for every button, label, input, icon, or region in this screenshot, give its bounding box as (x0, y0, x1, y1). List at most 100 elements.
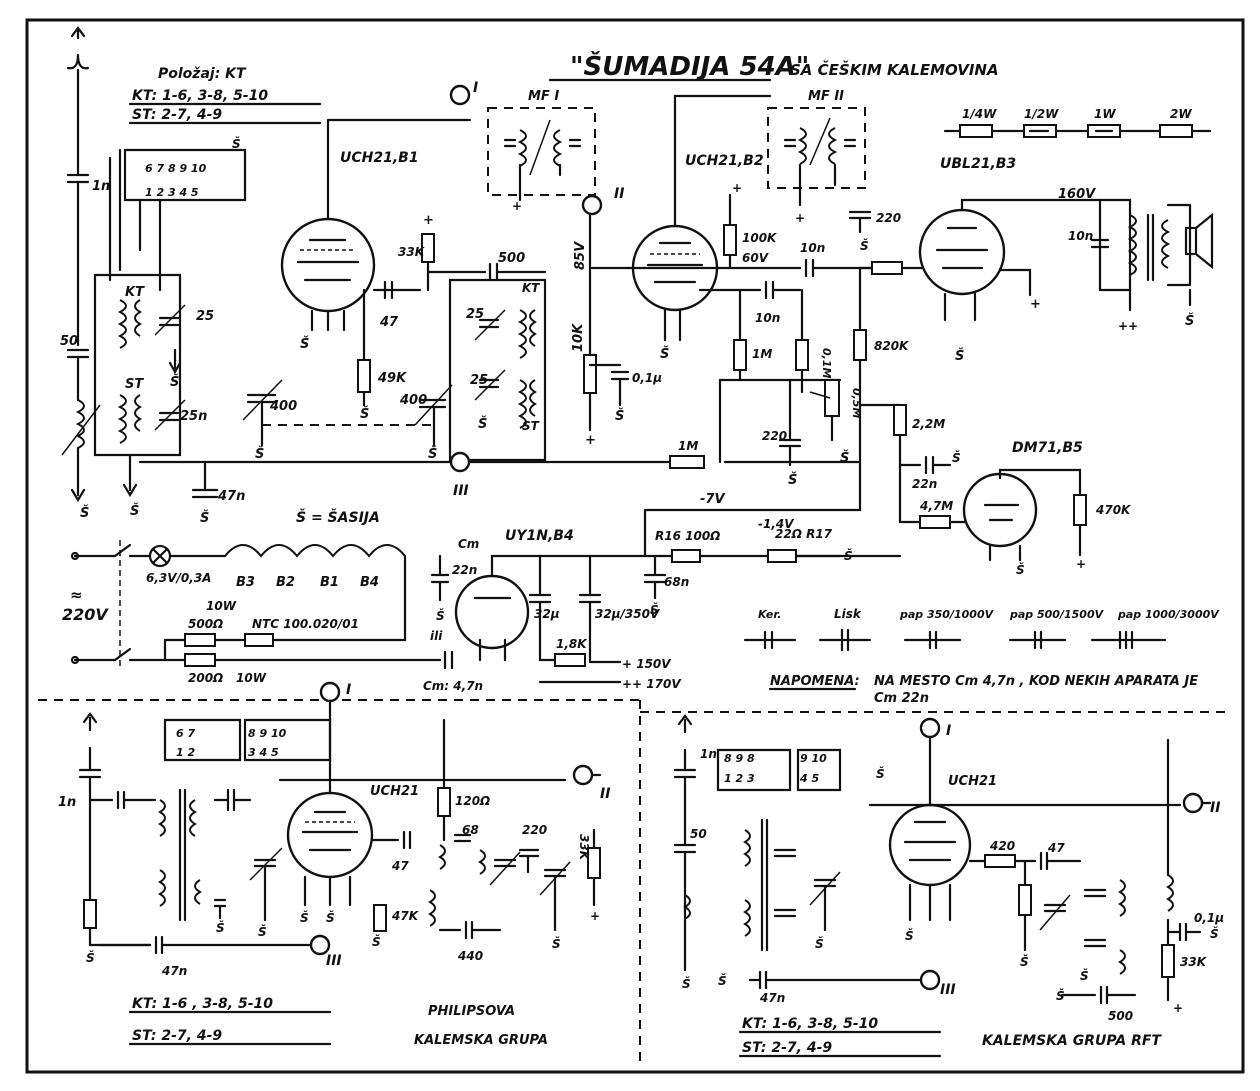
svg-text:Š: Š (232, 136, 241, 151)
svg-text:-1,4V: -1,4V (758, 517, 795, 531)
svg-text:820K: 820K (874, 339, 910, 353)
svg-text:22Ω R17: 22Ω R17 (775, 527, 833, 541)
svg-text:4 5: 4 5 (799, 772, 819, 785)
svg-text:50: 50 (60, 334, 78, 349)
switch-table-underlines (128, 102, 322, 125)
svg-text:160V: 160V (1058, 187, 1096, 202)
svg-text:KT: KT (125, 285, 145, 300)
svg-text:UCH21: UCH21 (948, 774, 997, 789)
svg-text:Š: Š (840, 450, 849, 466)
svg-text:0,1µ: 0,1µ (1194, 911, 1224, 925)
svg-text:Š: Š (952, 450, 961, 465)
st-row: ST: 2-7, 4-9 (132, 107, 222, 123)
r-1m-agc (669, 455, 705, 469)
svg-text:+ 150V: + 150V (622, 657, 672, 671)
svg-text:-7V: -7V (700, 492, 725, 507)
svg-text:1 2 3: 1 2 3 (724, 772, 755, 785)
svg-text:Š: Š (788, 472, 797, 488)
svg-text:I: I (473, 80, 478, 96)
svg-text:DM71,B5: DM71,B5 (1012, 440, 1083, 456)
svg-text:ili: ili (430, 629, 443, 643)
svg-text:2W: 2W (1170, 107, 1192, 121)
svg-text:Cm: 4,7n: Cm: 4,7n (423, 679, 483, 693)
svg-text:47n: 47n (217, 489, 245, 504)
svg-text:32µ/350V: 32µ/350V (595, 607, 661, 621)
svg-text:33K: 33K (398, 245, 426, 259)
terminal-iii-label: III (453, 483, 469, 499)
svg-text:B1: B1 (320, 575, 339, 590)
svg-text:60V: 60V (742, 251, 770, 265)
svg-text:KT: 1-6 , 3-8, 5-10: KT: 1-6 , 3-8, 5-10 (132, 996, 273, 1012)
screen-supply: 85V 10K + 0,1µ Š (571, 212, 662, 448)
svg-text:0,1M: 0,1M (820, 348, 833, 378)
neg-bias-line (643, 403, 862, 512)
svg-text:Š: Š (326, 910, 335, 925)
svg-text:UCH21,B1: UCH21,B1 (340, 150, 419, 166)
svg-text:MF II: MF II (808, 89, 844, 104)
svg-text:32µ: 32µ (534, 607, 560, 621)
svg-text:1n: 1n (58, 795, 76, 810)
cathode-bypass-220: 220 Š (848, 210, 901, 253)
svg-text:Lisk: Lisk (834, 607, 862, 621)
svg-text:II: II (1210, 800, 1220, 816)
svg-text:10W: 10W (236, 671, 267, 685)
svg-text:B4: B4 (360, 575, 379, 590)
oscillator-components: 47 49K Š 33K + 500 (357, 213, 547, 422)
svg-text:Š: Š (428, 446, 437, 462)
svg-text:1 2 3 4 5: 1 2 3 4 5 (145, 186, 199, 199)
svg-text:Š: Š (1020, 954, 1029, 969)
svg-text:220: 220 (762, 429, 787, 443)
svg-text:1M: 1M (752, 347, 772, 361)
osc-coil-block: KT ST 25 25 Š (448, 278, 547, 462)
svg-text:+: + (1030, 297, 1041, 312)
svg-text:6 7 8 9 10: 6 7 8 9 10 (145, 162, 207, 175)
svg-text:500: 500 (498, 251, 525, 266)
svg-text:Š: Š (300, 336, 309, 352)
svg-text:II: II (600, 786, 610, 802)
rectifier-uy1n-b4: UY1N,B4 Cm 22n Š ili Cm: 4,7n 32µ 32µ/35… (423, 528, 902, 693)
agc-cap (191, 460, 219, 499)
svg-text:++: ++ (1118, 319, 1138, 333)
svg-text:68n: 68n (664, 575, 689, 589)
svg-text:500: 500 (1108, 1009, 1133, 1023)
svg-text:UY1N,B4: UY1N,B4 (505, 528, 574, 544)
svg-text:PHILIPSOVA: PHILIPSOVA (428, 1004, 515, 1019)
svg-text:Š: Š (1080, 968, 1089, 983)
antenna-input: 1n 50 Š (60, 26, 110, 521)
triode-load: + 100K 60V 10n 10n 1M 0,1M 0,5M Š 220 Š (590, 181, 882, 488)
svg-text:UCH21: UCH21 (370, 784, 419, 799)
svg-text:Š: Š (876, 766, 885, 781)
svg-text:10n: 10n (800, 241, 825, 255)
svg-text:10W: 10W (206, 599, 237, 613)
svg-text:+: + (795, 211, 805, 225)
note-label: NAPOMENA: (770, 674, 860, 689)
svg-text:1W: 1W (1094, 107, 1116, 121)
svg-text:6,3V/0,3A: 6,3V/0,3A (146, 571, 211, 585)
svg-text:1/2W: 1/2W (1024, 107, 1059, 121)
svg-text:47: 47 (379, 315, 399, 330)
tuning-indicator: 820K 2,2M 22n Š 4,7M DM71,B5 470K + Š (853, 266, 1132, 577)
svg-text:0,1µ: 0,1µ (632, 371, 662, 385)
svg-text:33K: 33K (577, 834, 591, 862)
position-label: Položaj: KT (158, 66, 247, 82)
svg-text:400: 400 (269, 399, 297, 414)
svg-text:6 7: 6 7 (176, 727, 195, 740)
power-supply: 6,3V/0,3A B3 B2 B1 B4 ≈ 220V 500Ω 10W NT… (62, 540, 442, 685)
svg-text:B2: B2 (276, 575, 295, 590)
svg-text:pap 500/1500V: pap 500/1500V (1009, 608, 1105, 621)
terminal-iii (449, 451, 471, 473)
svg-text:1M: 1M (678, 439, 698, 453)
rft-coil-group: 1n 50 Š 8 9 8 1 2 3 9 10 4 5 Š Š III Š 4… (673, 714, 1224, 1058)
svg-text:47: 47 (1047, 841, 1065, 855)
svg-text:ST: 2-7, 4-9: ST: 2-7, 4-9 (742, 1040, 832, 1056)
svg-text:47K: 47K (391, 909, 420, 923)
svg-text:2,2M: 2,2M (912, 417, 945, 431)
svg-text:1/4W: 1/4W (962, 107, 997, 121)
bias-network: R16 100Ω 68n Š -1,4V 22Ω R17 Š (643, 508, 853, 617)
svg-text:pap 1000/3000V: pap 1000/3000V (1117, 608, 1220, 621)
svg-text:UCH21,B2: UCH21,B2 (685, 153, 764, 169)
svg-text:Š: Š (360, 406, 369, 422)
svg-text:10n: 10n (755, 311, 780, 325)
svg-text:+: + (423, 213, 434, 228)
